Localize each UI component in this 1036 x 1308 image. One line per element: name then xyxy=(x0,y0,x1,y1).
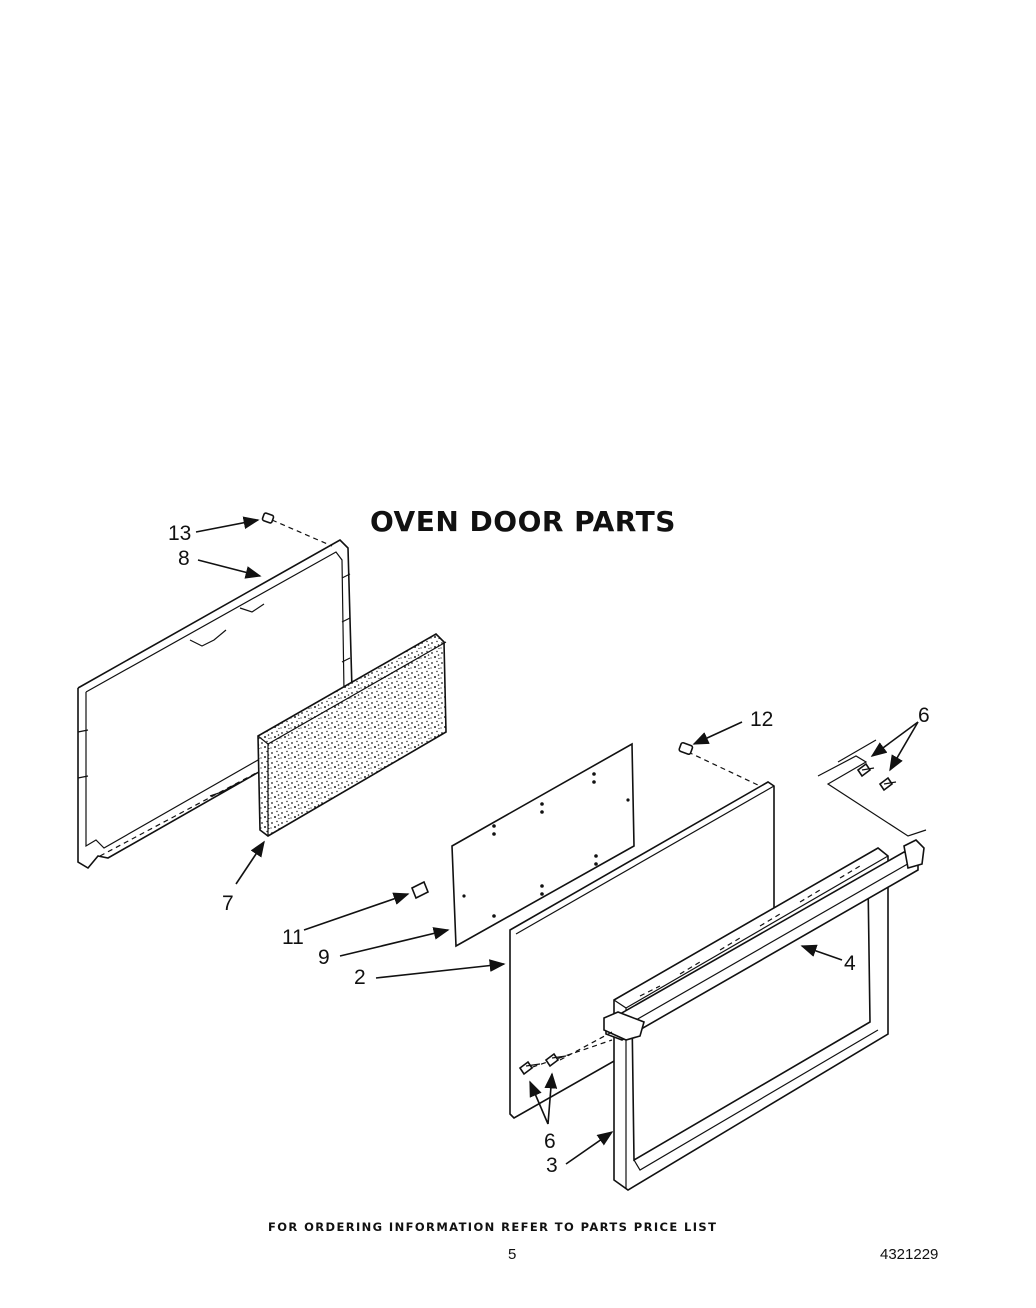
screws-part-6-top xyxy=(856,762,897,792)
callout-11: 11 xyxy=(282,926,304,949)
door-handle-part-4 xyxy=(603,839,925,1041)
callout-7: 7 xyxy=(222,892,234,915)
page-title: OVEN DOOR PARTS xyxy=(370,505,676,538)
callout-4: 4 xyxy=(844,952,856,975)
door-panel-part-9 xyxy=(451,742,635,948)
callout-9: 9 xyxy=(318,946,330,969)
ordering-note: FOR ORDERING INFORMATION REFER TO PARTS … xyxy=(268,1220,718,1234)
page-number: 5 xyxy=(508,1246,517,1263)
assembly-guide-lines xyxy=(99,519,927,1071)
screw-part-12 xyxy=(678,741,694,755)
inner-door-liner-part-8 xyxy=(77,539,353,870)
insulation-pad-part-7 xyxy=(257,633,447,837)
callout-13: 13 xyxy=(168,522,191,545)
screw-part-13 xyxy=(261,512,275,524)
callout-leaders xyxy=(195,516,919,1165)
screws-part-6-bottom xyxy=(518,1052,567,1076)
callout-6-top: 6 xyxy=(918,704,930,727)
callout-3: 3 xyxy=(546,1154,558,1177)
callout-12: 12 xyxy=(750,708,773,731)
callout-6-bottom: 6 xyxy=(544,1130,556,1153)
callout-8: 8 xyxy=(178,547,190,570)
callout-2: 2 xyxy=(354,966,366,989)
clip-part-11 xyxy=(410,880,430,900)
document-number: 4321229 xyxy=(880,1246,939,1263)
